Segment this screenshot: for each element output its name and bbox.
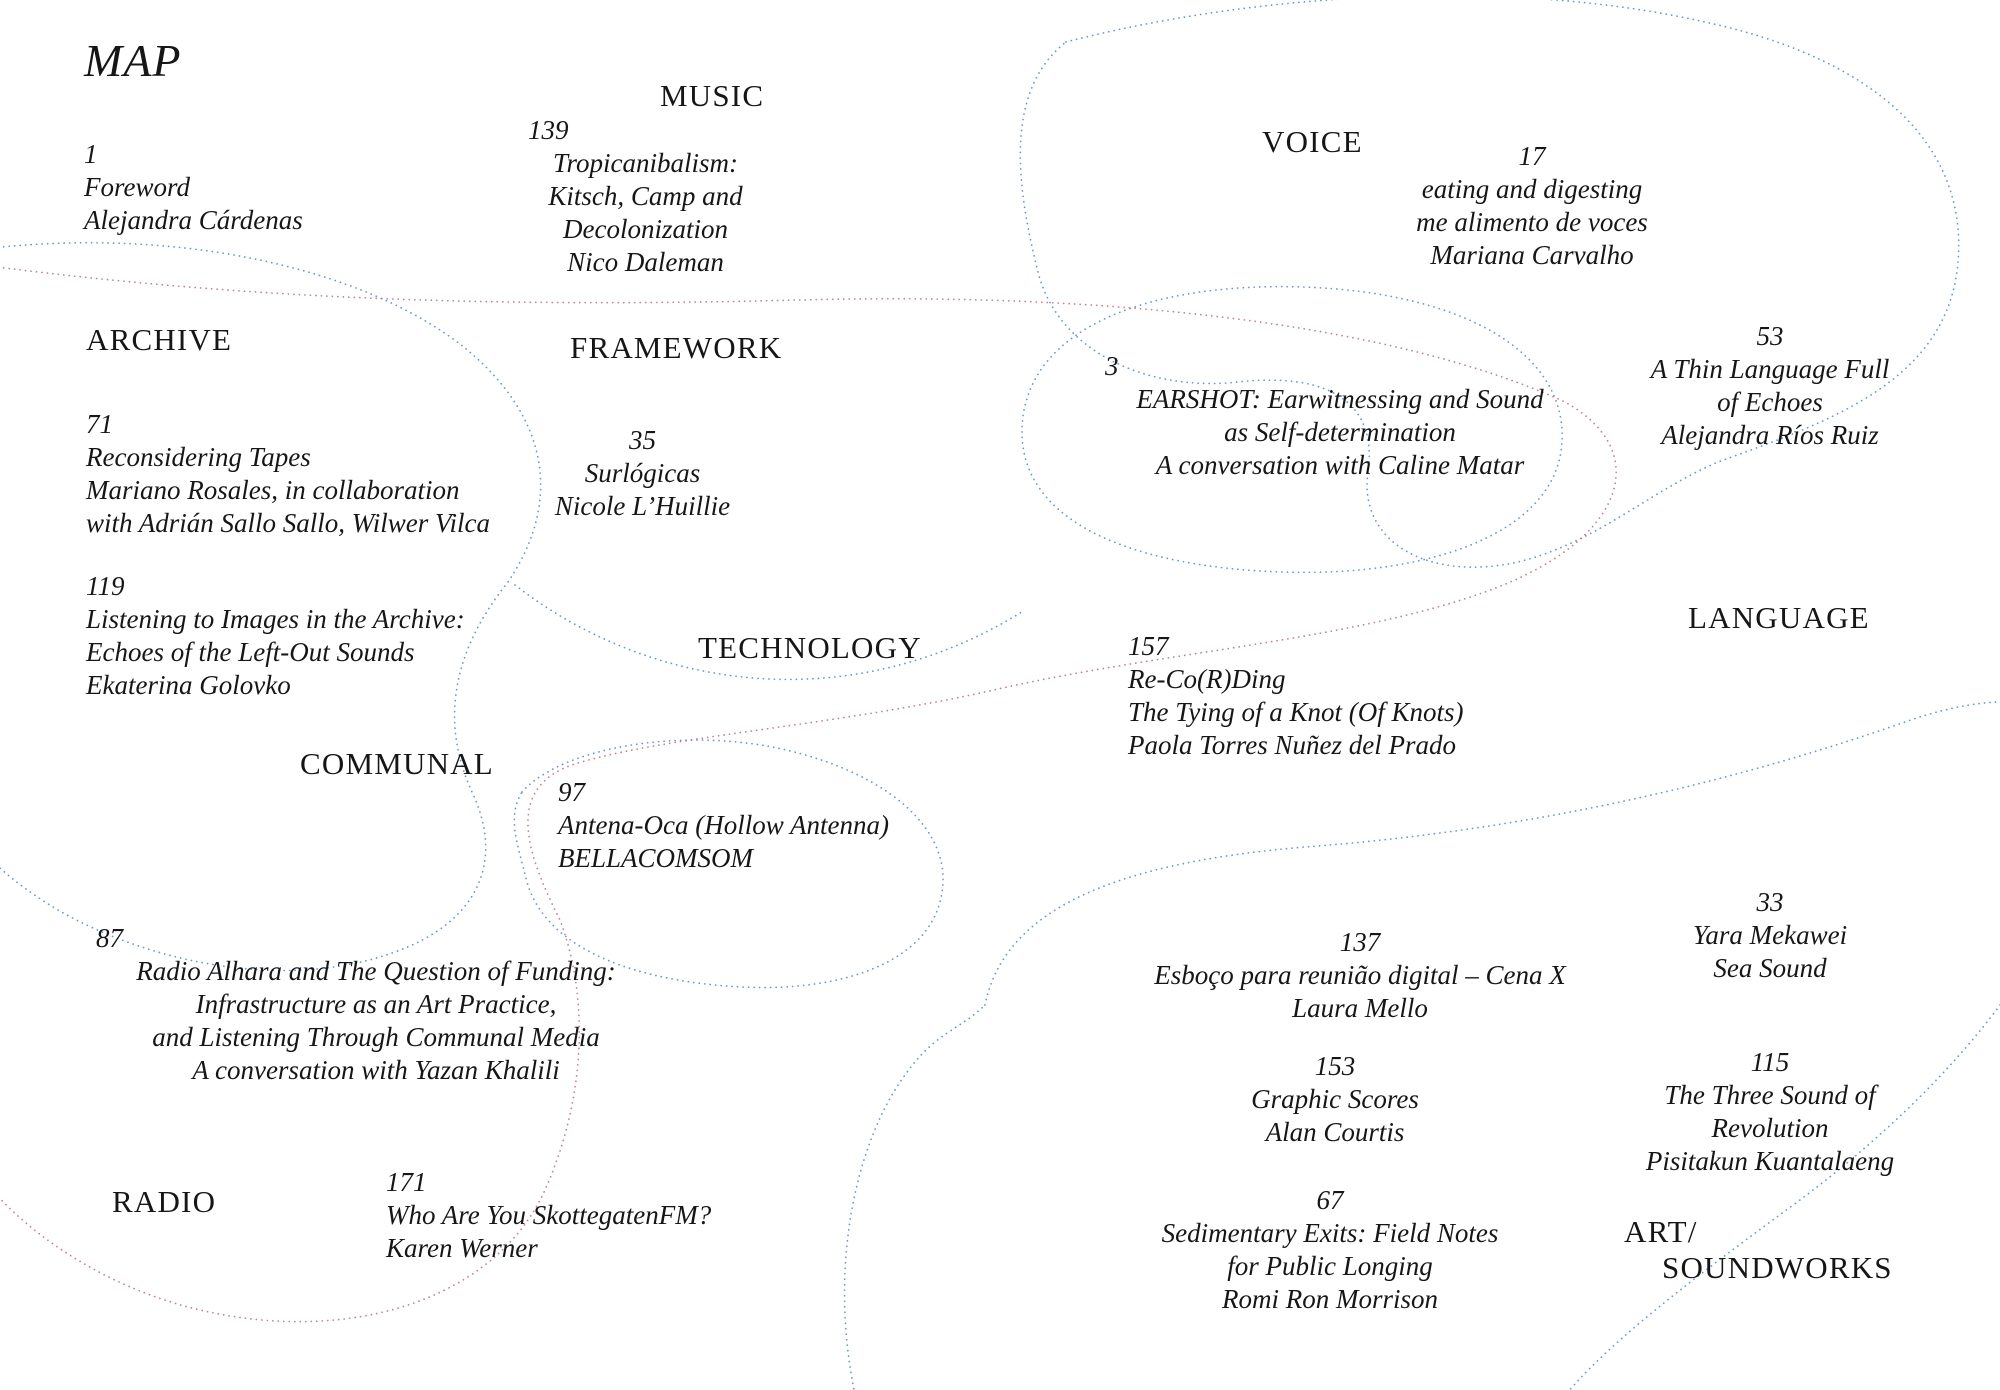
- entry-number: 157: [1128, 631, 1169, 661]
- entry-lines: Sedimentary Exits: Field Notes for Publi…: [1161, 1218, 1499, 1314]
- entry-number: 33: [1756, 887, 1784, 917]
- entry-graphic-scores: 153 Graphic Scores Alan Courtis: [1212, 1050, 1458, 1149]
- entry-number: 171: [386, 1167, 427, 1197]
- category-label-language: LANGUAGE: [1688, 600, 1870, 635]
- category-label-voice: VOICE: [1262, 124, 1363, 159]
- entry-number: 1: [84, 139, 98, 169]
- entry-listening-to-images: 119 Listening to Images in the Archive: …: [86, 570, 465, 702]
- entry-eating-and-digesting: 17 eating and digesting me alimento de v…: [1398, 140, 1666, 272]
- entry-lines: Yara Mekawei Sea Sound: [1692, 920, 1848, 983]
- entry-lines: Listening to Images in the Archive: Echo…: [86, 604, 465, 700]
- entry-number: 35: [629, 425, 656, 455]
- category-label-archive: ARCHIVE: [86, 322, 233, 357]
- entry-lines: Who Are You SkottegatenFM? Karen Werner: [386, 1200, 712, 1263]
- entry-number: 87: [96, 923, 123, 953]
- entry-esboco: 137 Esboço para reunião digital – Cena X…: [1112, 926, 1608, 1025]
- category-label-art-line1: ART/: [1624, 1214, 1698, 1249]
- entry-sea-sound: 33 Yara Mekawei Sea Sound: [1652, 886, 1888, 985]
- category-label-music: MUSIC: [660, 78, 765, 113]
- entry-skottegatenfm: 171 Who Are You SkottegatenFM? Karen Wer…: [386, 1166, 711, 1265]
- page-title: MAP: [84, 35, 182, 86]
- entry-reconsidering-tapes: 71 Reconsidering Tapes Mariano Rosales, …: [86, 408, 490, 540]
- entry-number: 17: [1518, 141, 1546, 171]
- entry-foreword: 1 Foreword Alejandra Cárdenas: [84, 138, 303, 237]
- entry-lines: Radio Alhara and The Question of Funding…: [136, 956, 616, 1085]
- curve-technology-connector: [514, 584, 1026, 681]
- entry-lines: Antena-Oca (Hollow Antenna) BELLACOMSOM: [558, 810, 889, 873]
- entry-radio-alhara: 87 Radio Alhara and The Question of Fund…: [96, 922, 656, 1087]
- entry-lines: Re-Co(R)Ding The Tying of a Knot (Of Kno…: [1128, 664, 1464, 760]
- blob-voice-outline: [1019, 0, 1960, 568]
- category-label-art-line2: SOUNDWORKS: [1662, 1250, 1893, 1285]
- category-label-art-soundworks: ART/ SOUNDWORKS: [1624, 1214, 1893, 1286]
- entry-number: 3: [1105, 351, 1119, 381]
- entry-number: 97: [558, 777, 585, 807]
- entry-number: 137: [1339, 927, 1381, 957]
- entry-lines: A Thin Language Full of Echoes Alejandra…: [1650, 354, 1890, 450]
- entry-lines: eating and digesting me alimento de voce…: [1416, 174, 1648, 270]
- entry-sedimentary-exits: 67 Sedimentary Exits: Field Notes for Pu…: [1118, 1184, 1542, 1316]
- blob-red-outline: [0, 266, 1617, 1323]
- entry-number: 53: [1756, 321, 1784, 351]
- entry-lines: Foreword Alejandra Cárdenas: [84, 172, 303, 235]
- entry-lines: Esboço para reunião digital – Cena X Lau…: [1154, 960, 1566, 1023]
- entry-lines: Graphic Scores Alan Courtis: [1251, 1084, 1419, 1147]
- entry-number: 153: [1314, 1051, 1356, 1081]
- entry-re-co-r-ding: 157 Re-Co(R)Ding The Tying of a Knot (Of…: [1128, 630, 1464, 762]
- entry-surlogicas: 35 Surlógicas Nicole L’Huillie: [540, 424, 745, 523]
- category-label-radio: RADIO: [112, 1184, 217, 1219]
- entry-number: 119: [86, 571, 125, 601]
- entry-number: 67: [1316, 1185, 1344, 1215]
- entry-lines: The Three Sound of Revolution Pisitakun …: [1645, 1080, 1895, 1176]
- entry-lines: Surlógicas Nicole L’Huillie: [554, 458, 731, 521]
- entry-earshot: 3 EARSHOT: Earwitnessing and Sound as Se…: [1105, 350, 1575, 482]
- category-label-technology: TECHNOLOGY: [698, 630, 922, 665]
- blob-earshot-outline: [1021, 285, 1563, 574]
- blob-communal-outline: [513, 739, 944, 989]
- category-label-framework: FRAMEWORK: [570, 330, 783, 365]
- entry-three-sound: 115 The Three Sound of Revolution Pisita…: [1628, 1046, 1912, 1178]
- entry-number: 139: [528, 115, 569, 145]
- entry-lines: EARSHOT: Earwitnessing and Sound as Self…: [1136, 384, 1544, 480]
- category-label-communal: COMMUNAL: [300, 746, 494, 781]
- entry-lines: Reconsidering Tapes Mariano Rosales, in …: [86, 442, 491, 538]
- entry-lines: Tropicanibalism: Kitsch, Camp and Decolo…: [548, 148, 743, 277]
- entry-number: 115: [1750, 1047, 1790, 1077]
- entry-antena-oca: 97 Antena-Oca (Hollow Antenna) BELLACOMS…: [558, 776, 889, 875]
- entry-tropicanibalism: 139 Tropicanibalism: Kitsch, Camp and De…: [528, 114, 763, 279]
- entry-number: 71: [86, 409, 113, 439]
- entry-thin-language: 53 A Thin Language Full of Echoes Alejan…: [1632, 320, 1908, 452]
